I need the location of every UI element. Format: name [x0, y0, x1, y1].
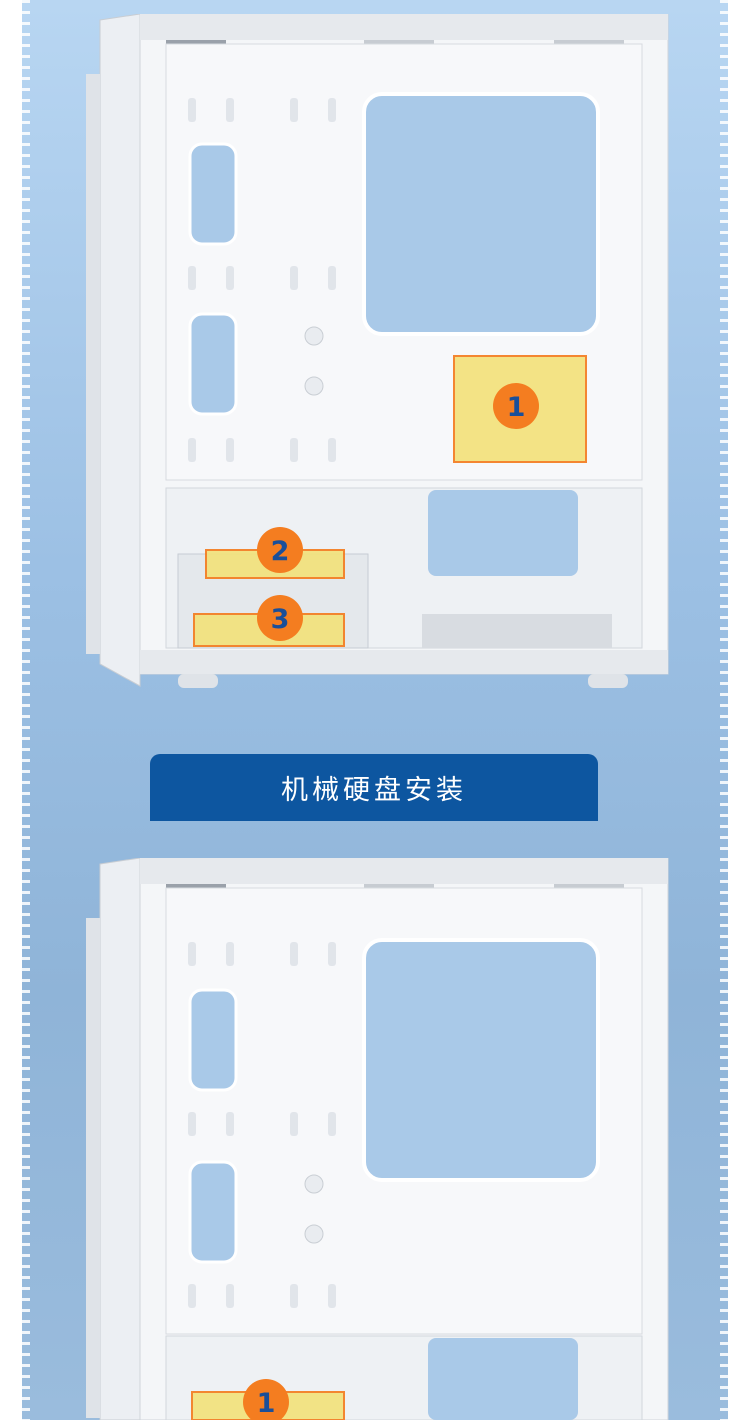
pc-case-drawing: 1 2 3 [86, 14, 669, 688]
cable-hole-2 [188, 1160, 238, 1264]
tie-slots [188, 942, 336, 1308]
cable-hole-2 [188, 312, 238, 416]
foot-left [178, 674, 218, 688]
psu-cutout [428, 490, 578, 576]
cpu-cutout [362, 92, 600, 336]
bottom-rail [140, 650, 668, 674]
pc-case-illustration-bottom: 1 [82, 858, 670, 1420]
front-panel [99, 858, 141, 1420]
badge-1-lower: 1 [243, 1379, 289, 1420]
foot-right [588, 674, 628, 688]
cpu-cutout [362, 938, 600, 1182]
cable-hole-1 [188, 988, 238, 1092]
standoff [304, 1224, 324, 1244]
torn-edge-left [20, 0, 30, 1420]
standoff [304, 1174, 324, 1194]
top-rail [140, 858, 668, 884]
standoff [304, 376, 324, 396]
front-mesh-strip [86, 918, 100, 1418]
standoff [304, 326, 324, 346]
top-rail [140, 14, 668, 40]
torn-edge-right [720, 0, 730, 1420]
badge-3-number: 3 [271, 604, 290, 635]
badge-1-number: 1 [507, 392, 526, 423]
section-title-banner: 机械硬盘安装 [150, 754, 598, 821]
pc-case-drawing-2: 1 [86, 858, 669, 1420]
cable-hole-1 [188, 142, 238, 246]
tie-slots [188, 98, 336, 462]
badge-1-lower-number: 1 [257, 1388, 276, 1419]
psu-mesh [422, 614, 612, 648]
front-panel [99, 14, 141, 687]
badge-2: 2 [257, 527, 303, 573]
section-title: 机械硬盘安装 [281, 775, 467, 806]
badge-2-number: 2 [271, 536, 290, 567]
front-mesh-strip [86, 74, 100, 654]
badge-1: 1 [493, 383, 539, 429]
badge-3: 3 [257, 595, 303, 641]
pc-case-illustration-top: 1 2 3 [82, 14, 670, 690]
psu-cutout [428, 1338, 578, 1420]
